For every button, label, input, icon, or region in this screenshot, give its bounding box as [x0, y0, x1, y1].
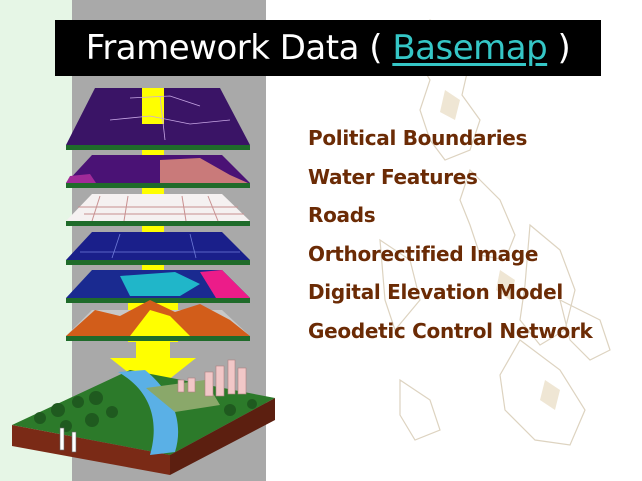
layer-orthorectified-image: [66, 232, 250, 265]
layer-political-boundaries: [66, 88, 250, 150]
layer-label-roads: Roads: [308, 203, 376, 227]
layer-water-features: [66, 155, 250, 188]
layer-digital-elevation-model: [66, 270, 250, 303]
left-background-band: [0, 0, 72, 481]
layer-geodetic-control-network: [66, 300, 250, 341]
layer-label-political-boundaries: Political Boundaries: [308, 126, 528, 150]
layer-list: Political Boundaries Water Features Road…: [308, 119, 593, 350]
layer-label-geodetic-control-network: Geodetic Control Network: [308, 318, 593, 343]
title-prefix: Framework Data (: [85, 28, 393, 68]
layer-roads: [66, 194, 250, 226]
layer-label-digital-elevation-model: Digital Elevation Model: [308, 280, 563, 304]
page-title: Framework Data ( Basemap ): [86, 28, 571, 68]
terrain-block-illustration: [12, 359, 275, 475]
layer-label-water-features: Water Features: [308, 164, 478, 189]
title-suffix: ): [547, 28, 571, 68]
title-bar: Framework Data ( Basemap ): [55, 20, 601, 76]
basemap-link[interactable]: Basemap: [392, 28, 548, 68]
layer-label-orthorectified-image: Orthorectified Image: [308, 241, 539, 266]
